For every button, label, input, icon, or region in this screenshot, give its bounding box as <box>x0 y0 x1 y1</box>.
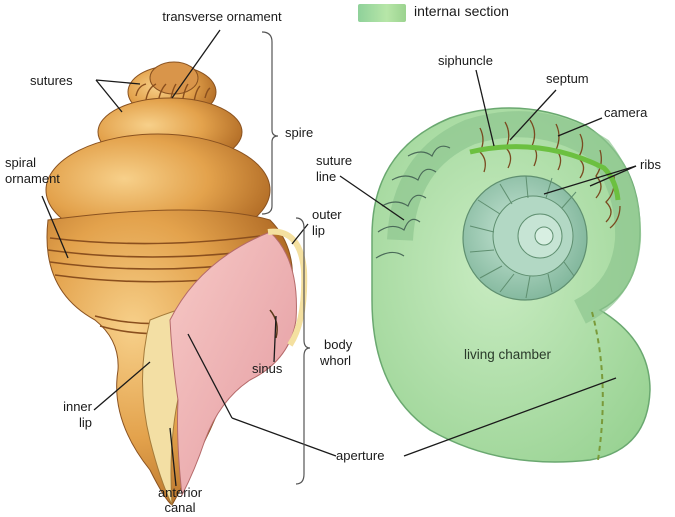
label-outer-lip-1: outer <box>312 208 342 222</box>
label-outer-lip-2: lip <box>312 224 325 238</box>
label-body-whorl-2: whorl <box>320 354 351 368</box>
umbilicus <box>535 227 553 245</box>
label-siphuncle: siphuncle <box>438 54 493 68</box>
label-septum: septum <box>546 72 589 86</box>
ammonite-shell <box>372 108 650 462</box>
label-sinus: sinus <box>252 362 282 376</box>
label-aperture: aperture <box>336 449 384 463</box>
gastropod-shell <box>46 62 304 505</box>
label-transverse-ornament: transverse ornament <box>138 10 306 24</box>
label-suture-line-2: line <box>316 170 336 184</box>
label-suture-line-1: suture <box>316 154 352 168</box>
label-camera: camera <box>604 106 647 120</box>
label-inner-lip-2: lip <box>36 416 92 430</box>
label-spire: spire <box>285 126 313 140</box>
legend-label: internaı section <box>414 4 509 18</box>
label-living-chamber: living chamber <box>464 348 551 362</box>
label-anterior-canal-2: canal <box>140 501 220 515</box>
label-anterior-canal-1: anterior <box>140 486 220 500</box>
label-inner-lip-1: inner <box>36 400 92 414</box>
label-spiral-ornament-1: spiral <box>5 156 36 170</box>
label-spiral-ornament-2: ornament <box>5 172 60 186</box>
legend-swatch <box>358 4 406 22</box>
label-body-whorl-1: body <box>324 338 352 352</box>
label-ribs: ribs <box>640 158 661 172</box>
label-sutures: sutures <box>30 74 73 88</box>
